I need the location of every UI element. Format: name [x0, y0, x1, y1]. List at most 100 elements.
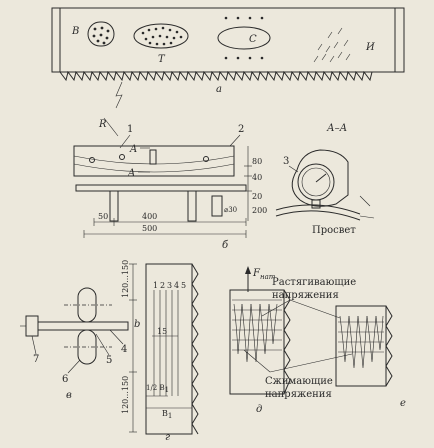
compression-line-1: Сжимающие — [265, 376, 333, 387]
force-arrowhead — [245, 266, 251, 274]
blade-strip — [37, 321, 129, 331]
part-4-label: 4 — [121, 344, 127, 355]
pin-mid — [119, 154, 125, 160]
bottom-dim-label: 120...150 — [121, 376, 130, 414]
pin-left — [89, 157, 95, 163]
compression-leader-2 — [269, 353, 353, 373]
panel-d-stresses: Fнат Растягивающие напряжения — [229, 266, 406, 415]
radius-label: R — [98, 119, 107, 130]
zone-v-oval — [87, 21, 115, 47]
stress-hatch-d — [232, 299, 282, 351]
gap-label: Просвет — [312, 225, 356, 236]
teeth-d — [283, 289, 291, 395]
strip-teeth — [191, 263, 199, 435]
panel-d-caption: д — [256, 404, 262, 415]
b-label: b — [134, 319, 140, 330]
section-mark-bottom: A — [127, 168, 135, 179]
panel-e-caption: е — [400, 398, 406, 409]
panel-g-caption: г — [165, 432, 170, 443]
support-cylinder — [211, 195, 223, 217]
radius-leader — [103, 117, 119, 137]
base-plate — [75, 184, 247, 192]
part-5-label: 5 — [106, 355, 112, 366]
fifteen-label: 15 — [157, 327, 167, 336]
part-5-leader — [95, 333, 110, 356]
stress-lobes-d — [233, 303, 278, 363]
part-2-label: 2 — [238, 124, 244, 135]
dim-40: 40 — [252, 173, 262, 182]
part-2-leader — [229, 134, 241, 147]
zone-v-dots — [92, 26, 110, 45]
panel-b-caption: б — [222, 240, 229, 251]
dim-50: 50 — [98, 212, 108, 221]
dim-500: 500 — [142, 224, 157, 233]
leg-left — [109, 190, 119, 222]
tension-leader-1 — [289, 299, 341, 319]
part-6-label: 6 — [62, 374, 68, 385]
strip-1: 1 — [153, 281, 158, 290]
zone-t-dots — [141, 26, 183, 46]
blade-body — [51, 7, 405, 73]
tension-line-2: напряжения — [272, 290, 339, 301]
panel-g-strips: 120...150 120...150 b 1 2 3 4 5 15 1/2 B… — [121, 260, 199, 443]
strip-2: 2 — [160, 281, 165, 290]
force-label: Fнат — [252, 268, 276, 281]
zone-t-label: Т — [158, 54, 166, 65]
panel-b-stand: R 1 2 A A 80 40 20 200 ⌀30 50 4 — [73, 117, 267, 251]
panel-a-saw-blade: В Т С И — [51, 7, 405, 109]
compression-line-2: напряжения — [265, 389, 332, 400]
half-b1-label: 1/2 B1 — [146, 384, 169, 394]
clamp-block — [25, 315, 39, 337]
panel-a-caption: а — [216, 84, 222, 95]
curved-blade-outer — [275, 204, 361, 215]
top-dim-label: 120...150 — [121, 260, 130, 298]
part-6-leader — [67, 359, 81, 374]
dim-20: 20 — [252, 192, 262, 201]
strip-5: 5 — [181, 281, 186, 290]
dim-80: 80 — [252, 157, 262, 166]
zone-s-oval — [217, 26, 271, 50]
part-1-label: 1 — [127, 124, 133, 135]
gap-leader-2 — [359, 215, 375, 219]
section-aa-title: А–А — [326, 123, 347, 134]
gap-leader-1 — [359, 195, 371, 207]
stress-hatch-e — [338, 321, 384, 353]
part-7-leader — [31, 335, 37, 355]
part-3-label: 3 — [283, 156, 289, 167]
strip-sheet — [145, 263, 193, 435]
bent-arc-upper — [73, 155, 235, 165]
pin-right — [203, 156, 209, 162]
break-line — [115, 81, 123, 109]
section-aa: А–А 3 Просвет — [275, 123, 375, 236]
bent-arc-lower — [73, 163, 235, 173]
gauge-post — [149, 149, 157, 165]
strip-4: 4 — [174, 281, 179, 290]
b1-label: B1 — [162, 409, 172, 420]
zone-s-label: С — [249, 34, 257, 45]
curved-blade-inner — [275, 210, 361, 221]
zone-t-oval — [133, 23, 189, 49]
dim-400: 400 — [142, 212, 157, 221]
gauge-stem — [311, 199, 321, 209]
zone-i-hatching — [313, 27, 351, 63]
blade-teeth — [59, 70, 373, 82]
strip-lines — [153, 290, 179, 396]
dim-200: 200 — [252, 206, 267, 215]
part-7-label: 7 — [33, 354, 39, 365]
panel-v-rollers: 7 6 5 4 в — [20, 287, 129, 401]
tension-line-1: Растягивающие — [272, 277, 356, 288]
tension-leader-2 — [261, 299, 291, 317]
panel-v-caption: в — [66, 390, 72, 401]
leg-right — [187, 190, 197, 222]
strip-3: 3 — [167, 281, 172, 290]
gauge-needle — [315, 173, 327, 183]
diameter-label: ⌀30 — [224, 206, 237, 214]
zone-i-label: И — [365, 42, 375, 53]
section-mark-top: A — [129, 144, 137, 155]
gauge-bracket — [291, 149, 349, 207]
stress-strip-d — [229, 289, 285, 395]
part-4-leader — [109, 329, 124, 345]
teeth-e — [385, 305, 393, 387]
